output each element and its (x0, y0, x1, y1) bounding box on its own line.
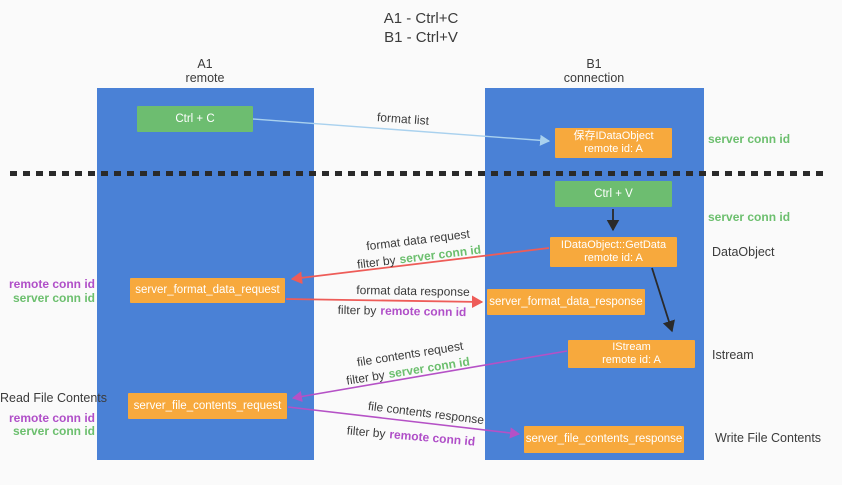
node-ctrl-v: Ctrl + V (555, 181, 672, 207)
filter-by-text: filter by (356, 252, 397, 272)
lifeline-b1-name: B1 (586, 57, 602, 71)
arrow-format-data-response (285, 295, 484, 309)
node-file-request-label: server_file_contents_request (133, 399, 282, 412)
node-save-idataobject-line1: 保存IDataObject (573, 130, 654, 142)
node-format-response-label: server_format_data_response (489, 295, 643, 308)
left-format-conn-ids: remote conn id server conn id (0, 277, 95, 305)
istream-label: Istream (712, 348, 754, 362)
write-file-contents-label: Write File Contents (715, 431, 822, 445)
node-ctrl-c: Ctrl + C (137, 106, 253, 132)
dataobject-label: DataObject (712, 245, 775, 259)
lifeline-header-b1: B1 connection (534, 57, 654, 85)
filter-by-text: filter by (346, 423, 387, 441)
filter-by-text: filter by (345, 367, 386, 388)
left-format-remote-conn-id: remote conn id (8, 277, 95, 291)
right-server-conn-id-mid: server conn id (708, 210, 791, 224)
node-idataobject-getdata: IDataObject::GetData remote id: A (550, 237, 677, 267)
lifeline-b1-role: connection (563, 71, 625, 85)
left-file-remote-conn-id: remote conn id (8, 410, 95, 425)
node-save-idataobject-line2: remote id: A (584, 143, 643, 155)
node-server-file-contents-response: server_file_contents_response (524, 426, 684, 453)
node-getdata-line2: remote id: A (584, 252, 643, 264)
node-ctrl-v-label: Ctrl + V (594, 187, 633, 200)
label-file-contents-response: file contents response (367, 398, 485, 428)
node-server-format-data-response: server_format_data_response (487, 289, 645, 315)
node-ctrl-c-label: Ctrl + C (175, 112, 215, 125)
node-server-file-contents-request: server_file_contents_request (128, 393, 287, 419)
left-file-server-conn-id: server conn id (12, 424, 95, 438)
lifeline-a1-role: remote (185, 71, 225, 85)
node-file-response-label: server_file_contents_response (525, 433, 683, 445)
right-server-conn-id-top: server conn id (708, 132, 791, 146)
left-format-server-conn-id: server conn id (12, 290, 95, 305)
node-format-request-label: server_format_data_request (135, 284, 280, 296)
title-line-1: A1 - Ctrl+C (383, 10, 459, 27)
label-format-list: format list (376, 110, 430, 128)
separator-dotted-line (10, 171, 826, 176)
node-istream-line1: IStream (612, 341, 651, 353)
filter-key-remote-conn-id: remote conn id (388, 427, 476, 449)
diagram-title: A1 - Ctrl+C B1 - Ctrl+V (0, 9, 842, 47)
lifeline-header-a1: A1 remote (145, 57, 265, 85)
title-line-2: B1 - Ctrl+V (384, 29, 458, 46)
node-istream: IStream remote id: A (568, 340, 695, 368)
node-istream-line2: remote id: A (602, 354, 661, 366)
node-save-idataobject: 保存IDataObject remote id: A (555, 128, 672, 158)
node-getdata-line1: IDataObject::GetData (560, 239, 667, 251)
left-file-labels: Read File Contents remote conn id server… (0, 391, 108, 439)
filter-key-remote-conn-id: remote conn id (380, 303, 467, 320)
filter-by-text: filter by (337, 302, 377, 318)
label-format-data-response: format data response (356, 283, 470, 299)
read-file-contents-label: Read File Contents (0, 391, 108, 405)
node-server-format-data-request: server_format_data_request (130, 278, 285, 303)
lifeline-a1-name: A1 (197, 57, 213, 71)
